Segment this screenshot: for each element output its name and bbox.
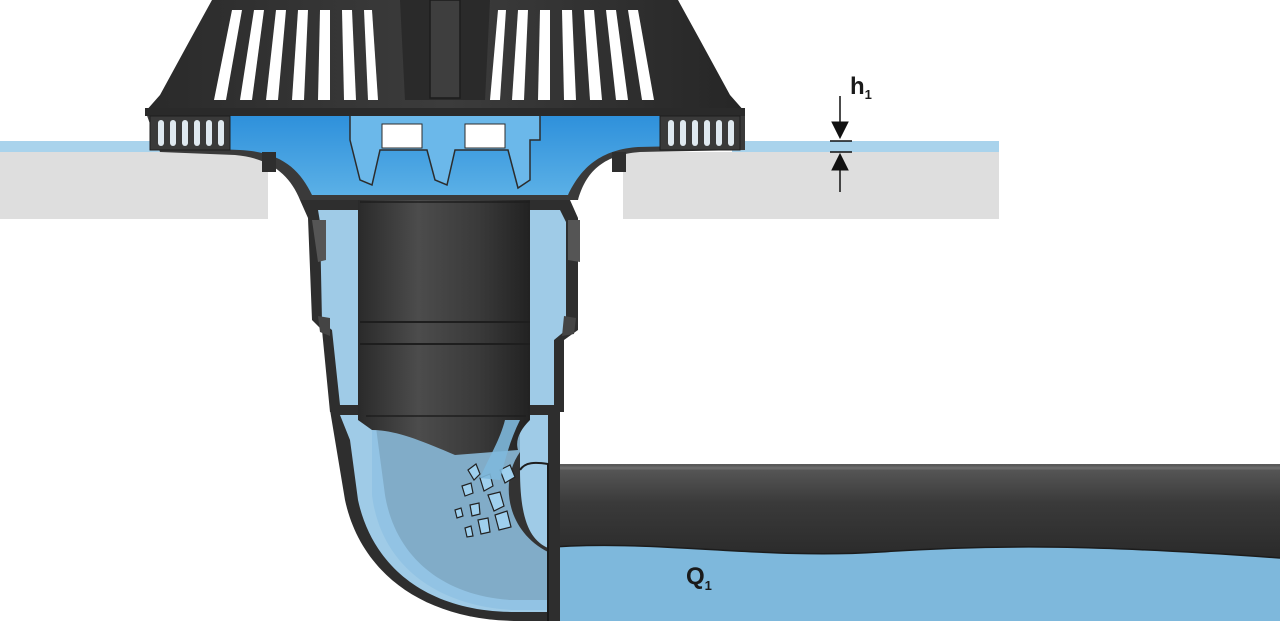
arrow-pair-icon <box>830 96 852 192</box>
flow-rate-label: Q1 <box>686 563 712 593</box>
water-level-label: h1 <box>850 73 872 102</box>
dome-strainer <box>145 0 745 151</box>
outflow-pipe <box>539 464 1280 621</box>
roof-water-layer <box>0 141 999 152</box>
inner-stem <box>358 185 530 480</box>
strainer-slots <box>214 10 654 100</box>
roof-slab <box>0 152 999 219</box>
water-splash <box>454 463 516 538</box>
drain-bowl <box>145 110 745 200</box>
